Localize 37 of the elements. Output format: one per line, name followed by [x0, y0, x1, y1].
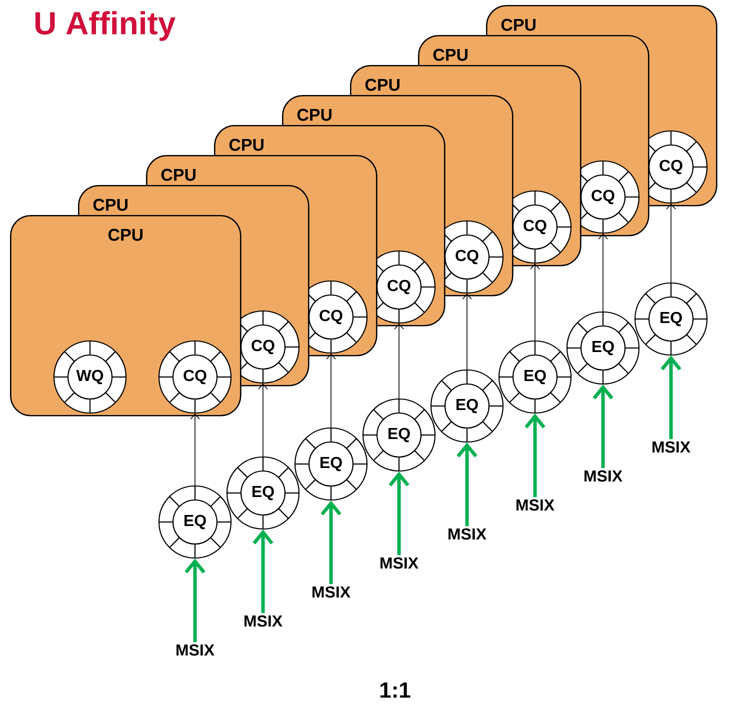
arrow — [462, 294, 472, 370]
arrow — [456, 442, 478, 526]
arrow — [530, 264, 540, 341]
ring-buffer: EQ — [362, 398, 436, 472]
signal-label: MSIX — [448, 528, 486, 540]
arrow — [666, 204, 676, 283]
signal-label: MSIX — [380, 557, 418, 569]
arrow — [598, 234, 608, 312]
ring-buffer: EQ — [294, 427, 368, 501]
arrow — [320, 500, 342, 584]
signal-label: MSIX — [652, 441, 690, 453]
ratio-label: 1:1 — [380, 682, 410, 698]
signal-label: MSIX — [176, 644, 214, 656]
ring-buffer: EQ — [634, 282, 708, 356]
arrow — [388, 472, 410, 556]
signal-label: MSIX — [244, 615, 282, 627]
node-label: CPU — [501, 18, 536, 31]
arrow — [524, 414, 546, 498]
signal-label: MSIX — [584, 470, 622, 482]
ring-buffer: CQ — [158, 340, 232, 414]
arrow — [394, 324, 404, 399]
signal-label: MSIX — [516, 499, 554, 511]
ring-buffer: EQ — [158, 485, 232, 559]
ring-buffer: EQ — [566, 311, 640, 385]
arrow — [660, 356, 682, 440]
arrow — [184, 558, 206, 642]
ring-buffer: WQ — [53, 340, 127, 414]
arrow — [258, 384, 268, 457]
ring-buffer: EQ — [226, 456, 300, 530]
title: U Affinity — [35, 11, 176, 41]
ring-buffer: EQ — [498, 340, 572, 414]
ring-buffer: EQ — [430, 369, 504, 443]
arrow — [326, 354, 336, 428]
arrow — [592, 384, 614, 468]
arrow — [252, 530, 274, 614]
arrow — [190, 414, 200, 486]
signal-label: MSIX — [312, 586, 350, 598]
